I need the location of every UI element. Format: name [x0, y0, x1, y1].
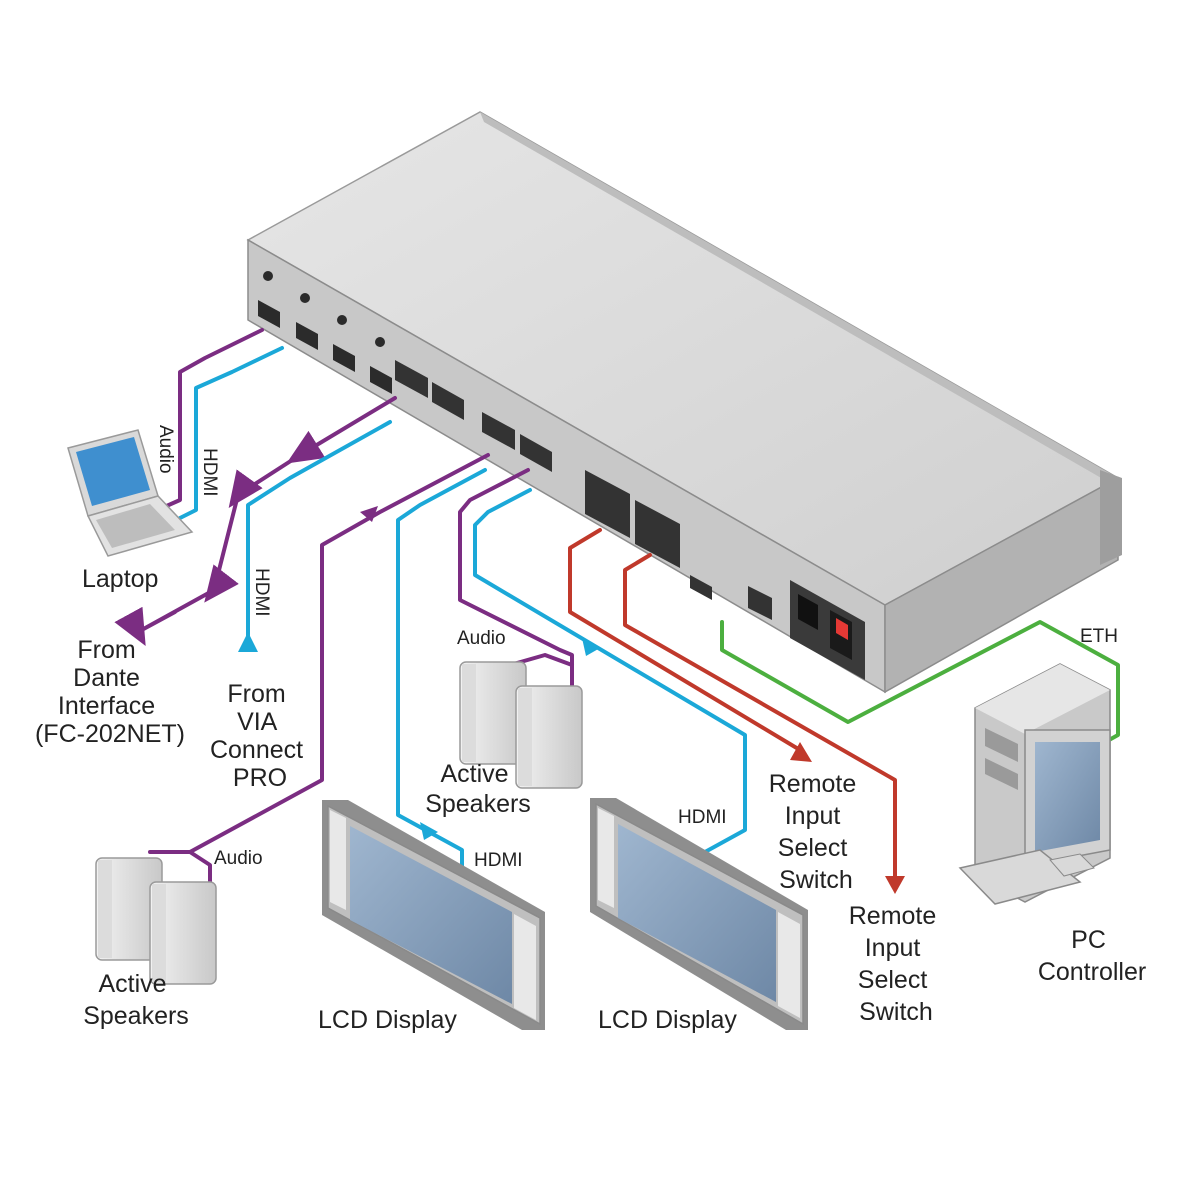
speakers-center-label: Active Speakers	[425, 760, 531, 818]
remote1-line-1: Remote	[769, 770, 857, 798]
speakers-center-line-2: Speakers	[425, 790, 531, 818]
switcher-device-icon	[246, 111, 1122, 694]
lcd2-label: LCD Display	[598, 1006, 737, 1034]
remote1-line-4: Switch	[779, 866, 853, 894]
via-line-3: Connect	[210, 736, 303, 764]
dante-line-2: Dante	[73, 664, 140, 692]
pc-tower-icon	[958, 663, 1111, 905]
via-label: From VIA Connect PRO	[210, 680, 310, 792]
remote2-line-4: Switch	[859, 998, 933, 1026]
speakers-left-audio-label: Audio	[214, 848, 263, 869]
via-arrow	[238, 632, 258, 652]
speaker-left-audio-cable	[148, 453, 490, 892]
laptop-label: Laptop	[82, 565, 158, 593]
speakers-left-line-1: Active	[98, 970, 166, 998]
pc-label: PC Controller	[1038, 926, 1146, 986]
dante-line-3: Interface	[58, 692, 155, 720]
hdmi-out1-arrow	[420, 822, 438, 840]
remote2-line-3: Select	[858, 966, 928, 994]
laptop-hdmi-label: HDMI	[199, 448, 220, 497]
via-hdmi-label: HDMI	[251, 568, 272, 617]
remote2-cable	[623, 553, 897, 880]
lcd1-hdmi-cable	[396, 468, 487, 872]
speakers-left-label: Active Speakers	[83, 970, 189, 1030]
laptop-audio-label: Audio	[155, 425, 176, 474]
ethernet-port	[748, 586, 772, 620]
remote2-arrow	[885, 876, 905, 894]
audio-terminal-blocks	[395, 360, 712, 600]
via-hdmi-cable	[246, 420, 392, 652]
speakers-left-line-2: Speakers	[83, 1002, 189, 1030]
remote2-line-1: Remote	[849, 902, 937, 930]
remote2-line-2: Input	[865, 934, 921, 962]
hdmi-out2-arrow	[582, 638, 600, 656]
lcd1-label: LCD Display	[318, 1006, 457, 1034]
dante-line-4: (FC-202NET)	[35, 720, 185, 748]
lcd2-hdmi-cable	[473, 488, 747, 854]
speakers-center-audio-label: Audio	[457, 628, 506, 649]
remote1-line-2: Input	[785, 802, 841, 830]
pc-line-1: PC	[1071, 926, 1106, 954]
eth-cable	[720, 620, 1120, 747]
power-inlet	[790, 580, 865, 680]
hdmi-input-ports	[258, 271, 392, 394]
lcd2-hdmi-label: HDMI	[678, 807, 727, 828]
via-line-2: VIA	[237, 708, 278, 736]
dante-audio-cable	[114, 396, 397, 647]
pc-line-2: Controller	[1038, 958, 1146, 986]
remote1-cable	[568, 528, 802, 752]
lcd-display-icon	[322, 798, 808, 1030]
remote2-label: Remote Input Select Switch	[849, 902, 944, 1026]
laptop-icon	[67, 429, 194, 557]
via-line-4: PRO	[233, 764, 287, 792]
via-line-1: From	[227, 680, 285, 708]
remote1-line-3: Select	[778, 834, 848, 862]
speakers-center-line-1: Active	[440, 760, 508, 788]
remote1-label: Remote Input Select Switch	[769, 770, 864, 894]
dante-label: From Dante Interface (FC-202NET)	[35, 636, 185, 748]
speaker-icon	[95, 661, 583, 985]
remote1-arrow	[790, 742, 812, 762]
audio-out-arrow	[360, 506, 378, 522]
dante-line-1: From	[77, 636, 135, 664]
lcd1-hdmi-label: HDMI	[474, 850, 523, 871]
eth-label: ETH	[1080, 626, 1118, 647]
